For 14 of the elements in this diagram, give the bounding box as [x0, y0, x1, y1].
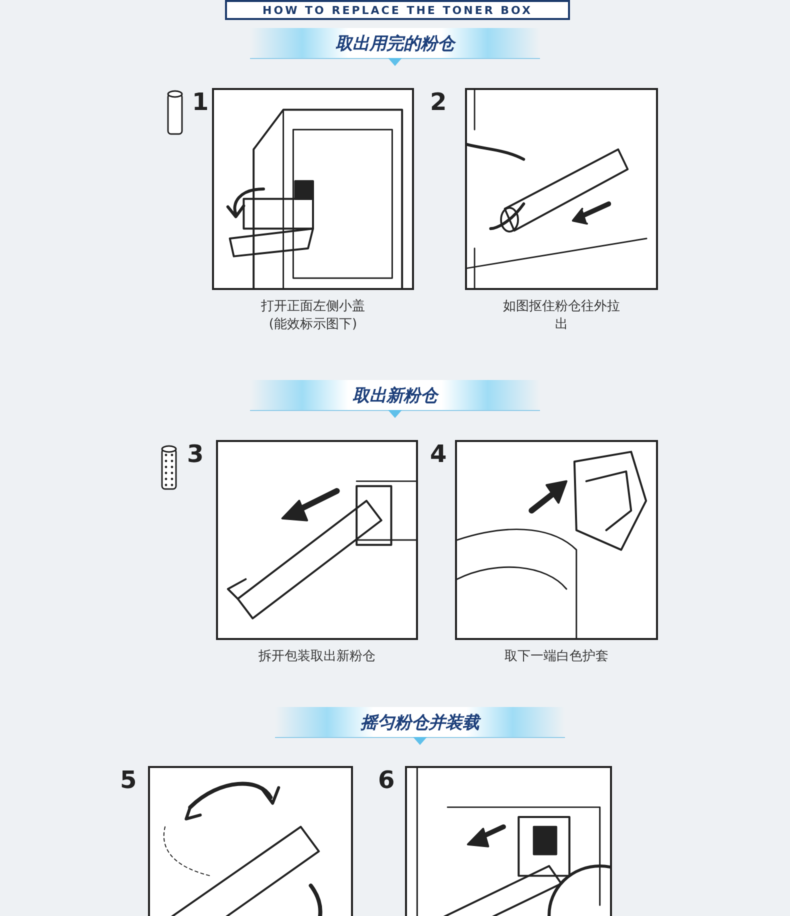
- step-number: 2: [430, 90, 448, 114]
- step-caption: 打开正面左侧小盖(能效标示图下): [260, 298, 366, 334]
- step-caption: 取下一端白色护套: [504, 648, 608, 666]
- step-caption: 如图抠住粉仓往外拉出: [502, 298, 620, 334]
- step-number: 3: [187, 442, 205, 466]
- section-heading: 取出用完的粉仓: [336, 32, 454, 54]
- step-number: 6: [378, 768, 396, 792]
- section-heading: 取出新粉仓: [352, 384, 438, 406]
- step-number: 4: [430, 442, 448, 466]
- title-banner: HOW TO REPLACE THE TONER BOX: [225, 0, 570, 20]
- step-number: 1: [192, 90, 210, 114]
- section-heading: 摇匀粉仓并装载: [360, 712, 480, 734]
- step-number: 5: [120, 768, 138, 792]
- step-caption: 拆开包装取出新粉仓: [258, 648, 376, 666]
